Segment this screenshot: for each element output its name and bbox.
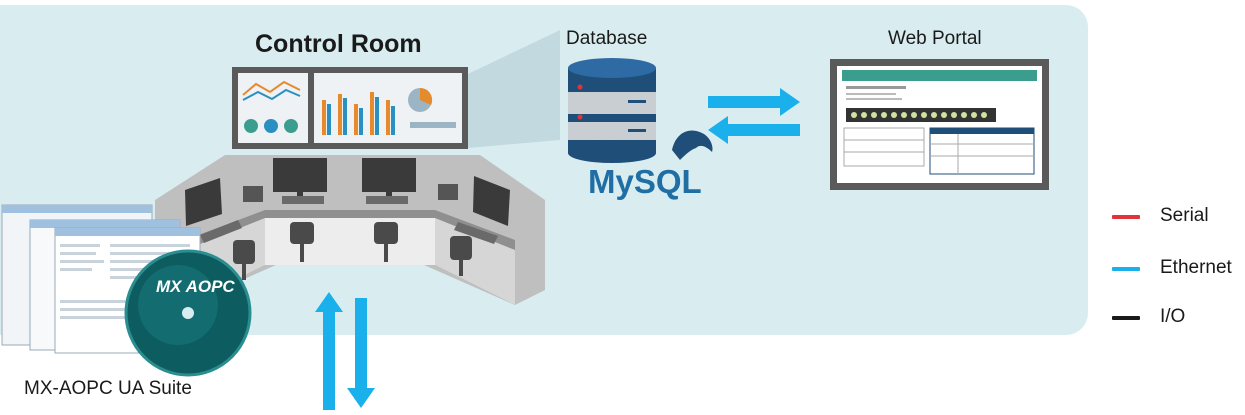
mysql-logo: MySQL: [588, 163, 702, 200]
control-room-title: Control Room: [255, 30, 422, 58]
legend-label-io: I/O: [1160, 306, 1186, 327]
web-portal-monitor: [830, 59, 1049, 190]
legend-label-ethernet: Ethernet: [1160, 257, 1232, 278]
legend-label-serial: Serial: [1160, 205, 1209, 226]
software-suite-label: MX-AOPC UA Suite: [24, 378, 192, 399]
web-portal-label: Web Portal: [888, 28, 982, 49]
mysql-dolphin-icon: [672, 130, 713, 160]
legend-swatch-io: [1112, 316, 1140, 320]
control-room-desk: [155, 155, 545, 305]
video-wall: [232, 67, 468, 149]
database-label: Database: [566, 28, 648, 49]
connector-wedge: [468, 30, 560, 148]
legend-swatch-ethernet: [1112, 267, 1140, 271]
ethernet-arrows-vertical: [315, 292, 375, 410]
legend-swatch-serial: [1112, 215, 1140, 219]
ethernet-arrows-db-portal: [708, 88, 800, 144]
database-cylinder: [568, 58, 656, 163]
software-disc: MX AOPC: [124, 249, 252, 377]
disc-logo: MX AOPC: [156, 277, 235, 296]
